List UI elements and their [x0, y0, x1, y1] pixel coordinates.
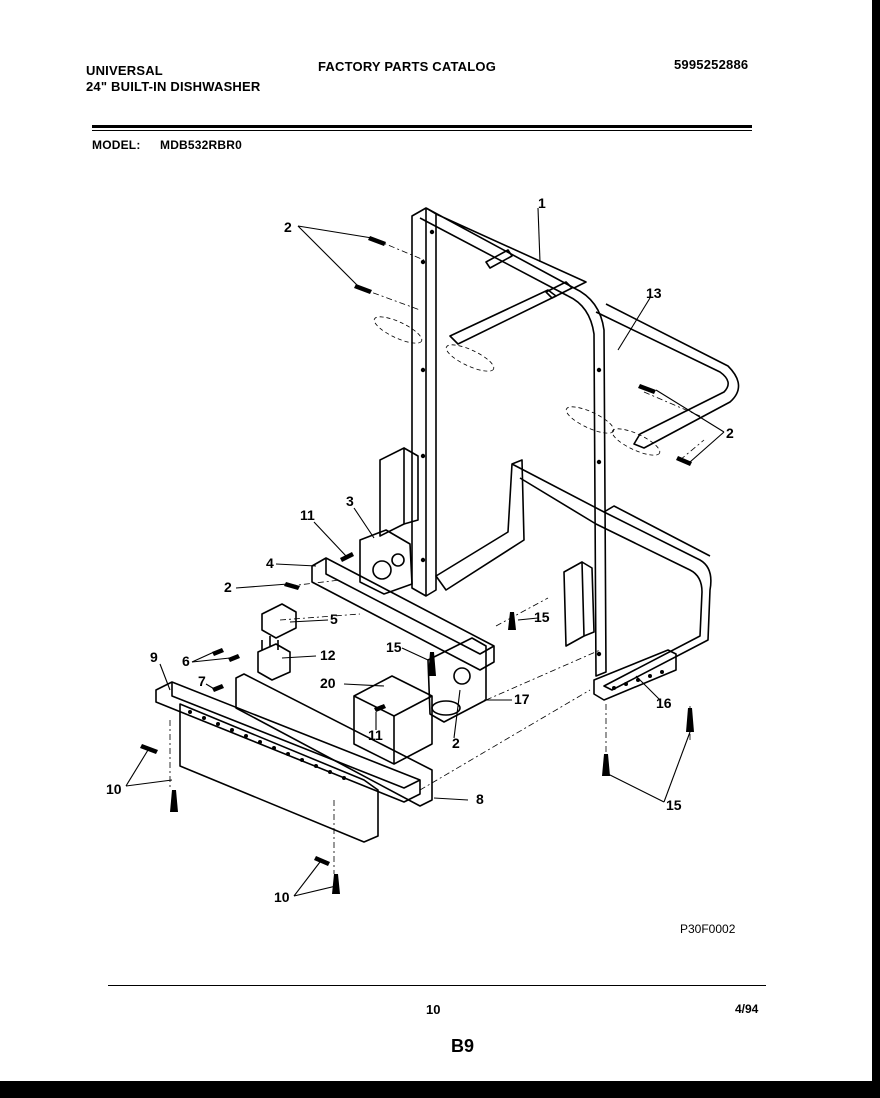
callout-9: 9: [150, 649, 158, 665]
catalog-page: [10, 4, 872, 1081]
callout-2-a: 2: [284, 219, 292, 235]
callout-12: 12: [320, 647, 336, 663]
callout-15-b: 15: [386, 639, 402, 655]
callout-10-b: 10: [274, 889, 290, 905]
product-label: 24" BUILT-IN DISHWASHER: [86, 79, 261, 94]
callout-11-a: 11: [300, 507, 315, 523]
header-rule-thick: [92, 125, 752, 128]
print-date: 4/94: [735, 1002, 759, 1016]
header-rule-thin: [92, 130, 752, 131]
callout-2-d: 2: [452, 735, 460, 751]
callout-15-a: 15: [534, 609, 550, 625]
callout-7: 7: [198, 673, 206, 689]
callout-17: 17: [514, 691, 530, 707]
callout-4: 4: [266, 555, 274, 571]
section-code: B9: [451, 1036, 475, 1056]
callout-2-b: 2: [726, 425, 734, 441]
callout-1: 1: [538, 195, 546, 211]
model-label: MODEL:: [92, 138, 141, 152]
footer-rule: [108, 985, 766, 986]
callout-6: 6: [182, 653, 190, 669]
callout-2-c: 2: [224, 579, 232, 595]
callout-11-b: 11: [368, 727, 383, 743]
brand-label: UNIVERSAL: [86, 63, 163, 78]
scan-border-bottom: [0, 1081, 880, 1098]
callout-15-c: 15: [666, 797, 682, 813]
page-number: 10: [426, 1002, 441, 1017]
callout-3: 3: [346, 493, 354, 509]
catalog-title: FACTORY PARTS CATALOG: [318, 59, 497, 74]
callout-13: 13: [646, 285, 662, 301]
figure-code: P30F0002: [680, 922, 736, 936]
callout-5: 5: [330, 611, 338, 627]
catalog-number: 5995252886: [674, 57, 749, 72]
callout-20: 20: [320, 675, 336, 691]
callout-10-a: 10: [106, 781, 122, 797]
callout-16: 16: [656, 695, 672, 711]
scan-border-right: [872, 0, 880, 1098]
model-number: MDB532RBR0: [160, 138, 243, 152]
callout-8: 8: [476, 791, 484, 807]
